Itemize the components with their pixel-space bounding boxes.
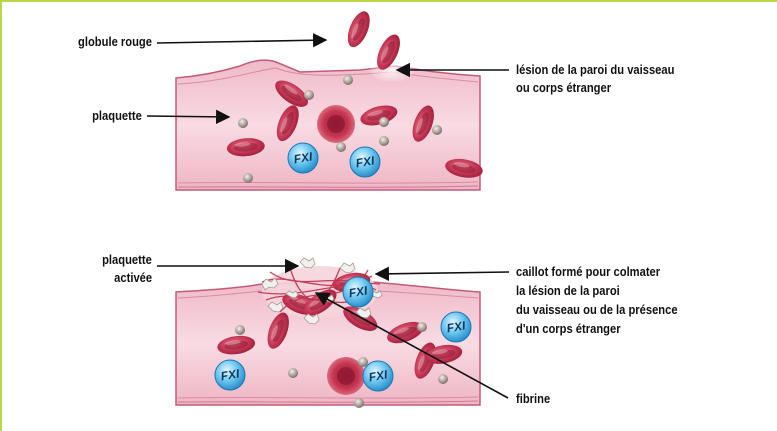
platelet-icon — [304, 90, 314, 100]
label-caillot-line3: du vaisseau ou de la présence — [516, 302, 678, 318]
fxi-factor-icon: FXI — [441, 312, 471, 342]
label-plaquette-activee-line2: activée — [114, 270, 152, 286]
arrow-globule-rouge — [157, 40, 326, 43]
platelet-icon — [358, 357, 368, 367]
red-blood-cell-icon — [343, 8, 374, 50]
red-blood-cell-icon — [317, 105, 355, 143]
label-globule-rouge: globule rouge — [78, 34, 152, 50]
platelet-icon — [417, 322, 427, 332]
arrow-plaquette — [147, 116, 229, 117]
platelet-icon — [438, 374, 448, 384]
fxi-factor-icon: FXI — [350, 147, 380, 177]
platelet-icon — [336, 142, 346, 152]
platelet-icon — [243, 173, 253, 183]
label-lesion-line1: lésion de la paroi du vaisseau — [516, 62, 674, 78]
fxi-factor-icon: FXI — [215, 360, 245, 390]
fxi-factor-icon: FXI — [343, 277, 373, 307]
label-fibrine: fibrine — [516, 391, 550, 407]
platelet-icon — [379, 117, 389, 127]
platelet-icon — [238, 118, 248, 128]
label-plaquette-activee-line1: plaquette — [102, 252, 152, 268]
arrow-caillot — [376, 272, 509, 274]
label-caillot-line2: la lésion de la paroi — [516, 283, 620, 299]
platelet-icon — [235, 325, 245, 335]
platelet-icon — [379, 136, 389, 146]
platelet-icon — [432, 125, 442, 135]
fxi-factor-icon: FXI — [288, 143, 318, 173]
label-caillot-line1: caillot formé pour colmater — [516, 264, 660, 280]
label-caillot-line4: d'un corps étranger — [516, 321, 621, 337]
fxi-factor-icon: FXI — [363, 361, 393, 391]
platelet-icon — [343, 75, 353, 85]
label-plaquette: plaquette — [92, 108, 142, 124]
platelet-icon — [288, 368, 298, 378]
platelet-icon — [354, 398, 364, 408]
label-lesion-line2: ou corps étranger — [516, 80, 611, 96]
